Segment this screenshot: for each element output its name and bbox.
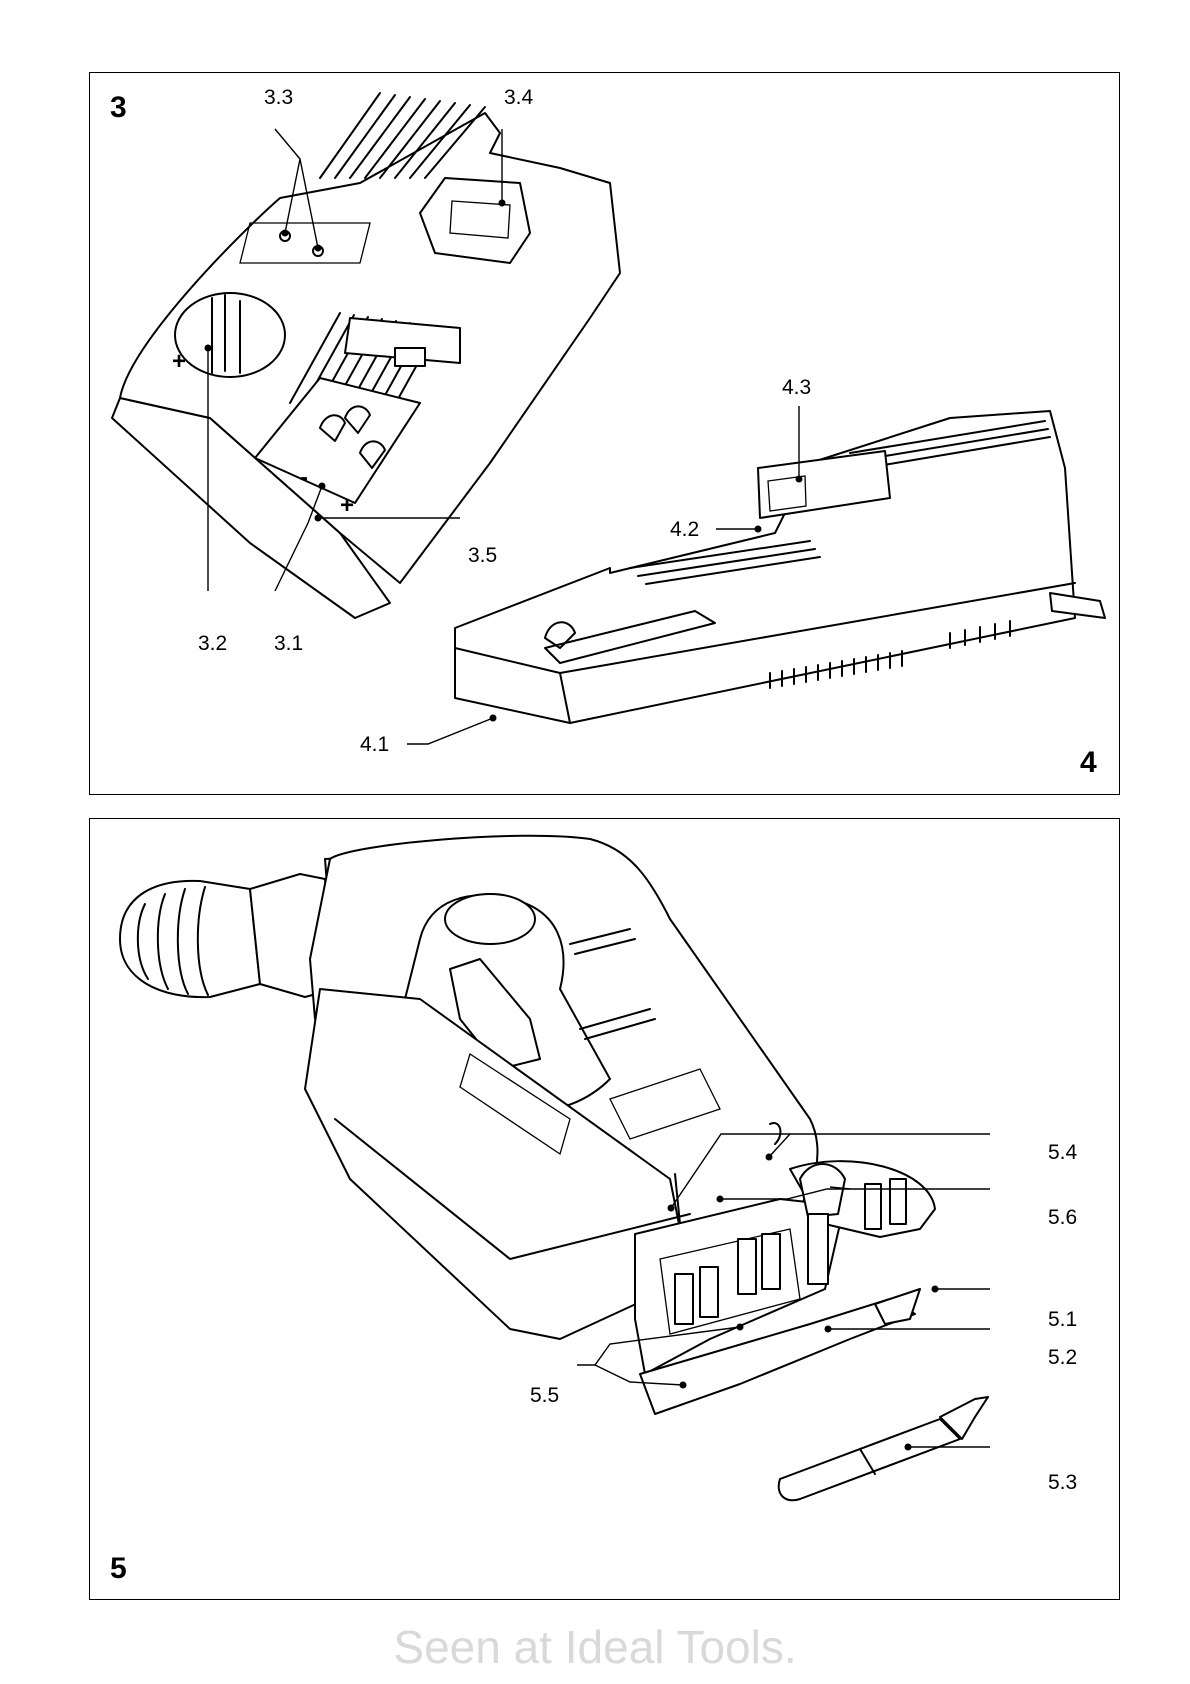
callout-3-1: 3.1 — [274, 633, 303, 654]
callout-5-1: 5.1 — [1048, 1309, 1077, 1330]
callout-3-4: 3.4 — [504, 87, 533, 108]
plus-mark-socket: + — [172, 348, 186, 375]
figure-number-3: 3 — [110, 93, 127, 123]
callout-4-1: 4.1 — [360, 734, 389, 755]
watermark-text: Seen at Ideal Tools. — [0, 1620, 1190, 1674]
figure-4-charger — [455, 411, 1105, 723]
callout-3-3: 3.3 — [264, 87, 293, 108]
callout-4-2: 4.2 — [670, 519, 699, 540]
callout-5-3: 5.3 — [1048, 1472, 1077, 1493]
callout-5-4: 5.4 — [1048, 1142, 1077, 1163]
callout-5-5: 5.5 — [530, 1385, 559, 1406]
figure-3-charger — [112, 93, 620, 618]
drill-illustration — [90, 819, 1121, 1601]
figure-number-5: 5 — [110, 1554, 127, 1584]
callout-5-2: 5.2 — [1048, 1347, 1077, 1368]
callout-5-6: 5.6 — [1048, 1207, 1077, 1228]
panel-drill-figure: 5 5.4 5.6 5.1 5.2 5.5 5.3 — [89, 818, 1120, 1600]
callout-4-3: 4.3 — [782, 377, 811, 398]
callout-3-2: 3.2 — [198, 633, 227, 654]
figure-number-4: 4 — [1080, 748, 1097, 778]
minus-mark-tray: - — [300, 464, 308, 491]
panel-charger-figures: + - + — [89, 72, 1120, 795]
callout-3-5: 3.5 — [468, 545, 497, 566]
plus-mark-tray: + — [340, 492, 354, 519]
charger-illustrations: + - + — [90, 73, 1121, 796]
